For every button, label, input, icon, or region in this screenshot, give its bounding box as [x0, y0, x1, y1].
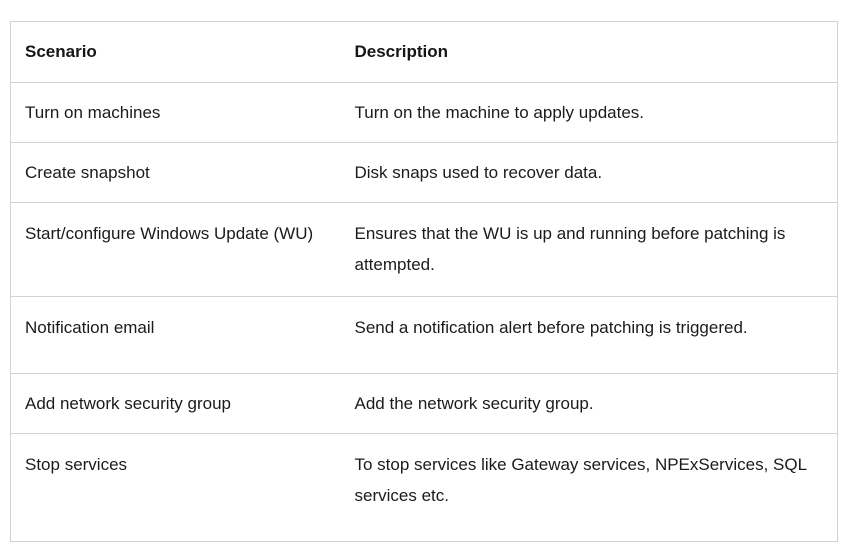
cell-description: Send a notification alert before patchin… — [340, 296, 838, 374]
cell-scenario-text: Turn on machines — [25, 103, 161, 122]
cell-description-text: Disk snaps used to recover data. — [354, 163, 603, 182]
cell-scenario: Notification email — [10, 296, 341, 374]
cell-scenario-text: Add network security group — [25, 394, 231, 413]
cell-scenario-text: Start/configure Windows Update (WU) — [25, 224, 314, 243]
patching-scenarios-table: Scenario Description Turn on machines Tu… — [10, 21, 838, 542]
table-row: Turn on machines Turn on the machine to … — [10, 82, 838, 143]
column-header-description: Description — [340, 21, 838, 83]
table-body: Turn on machines Turn on the machine to … — [10, 82, 838, 542]
table-container: Scenario Description Turn on machines Tu… — [10, 21, 838, 542]
table-row: Notification email Send a notification a… — [10, 296, 838, 374]
column-header-scenario-label: Scenario — [25, 42, 97, 61]
cell-description: Add the network security group. — [340, 373, 838, 434]
page-root: Scenario Description Turn on machines Tu… — [10, 21, 838, 542]
table-header: Scenario Description — [10, 21, 838, 83]
table-row: Add network security group Add the netwo… — [10, 373, 838, 434]
cell-scenario-text: Notification email — [25, 318, 155, 337]
cell-scenario: Turn on machines — [10, 82, 341, 143]
cell-description-text: Ensures that the WU is up and running be… — [354, 224, 786, 274]
table-row: Start/configure Windows Update (WU) Ensu… — [10, 202, 838, 297]
cell-scenario-text: Stop services — [25, 455, 128, 474]
column-header-scenario: Scenario — [10, 21, 341, 83]
table-header-row: Scenario Description — [10, 21, 838, 83]
table-row: Create snapshot Disk snaps used to recov… — [10, 142, 838, 203]
column-header-description-label: Description — [354, 42, 449, 61]
cell-description: Turn on the machine to apply updates. — [340, 82, 838, 143]
cell-description: Ensures that the WU is up and running be… — [340, 202, 838, 297]
cell-description-text: Send a notification alert before patchin… — [354, 318, 748, 337]
cell-description: To stop services like Gateway services, … — [340, 433, 838, 542]
cell-description-text: To stop services like Gateway services, … — [354, 455, 807, 505]
cell-description-text: Turn on the machine to apply updates. — [354, 103, 645, 122]
cell-scenario: Start/configure Windows Update (WU) — [10, 202, 341, 297]
cell-description: Disk snaps used to recover data. — [340, 142, 838, 203]
cell-scenario: Stop services — [10, 433, 341, 542]
cell-scenario-text: Create snapshot — [25, 163, 150, 182]
cell-description-text: Add the network security group. — [354, 394, 594, 413]
cell-scenario: Create snapshot — [10, 142, 341, 203]
cell-scenario: Add network security group — [10, 373, 341, 434]
table-row: Stop services To stop services like Gate… — [10, 433, 838, 542]
